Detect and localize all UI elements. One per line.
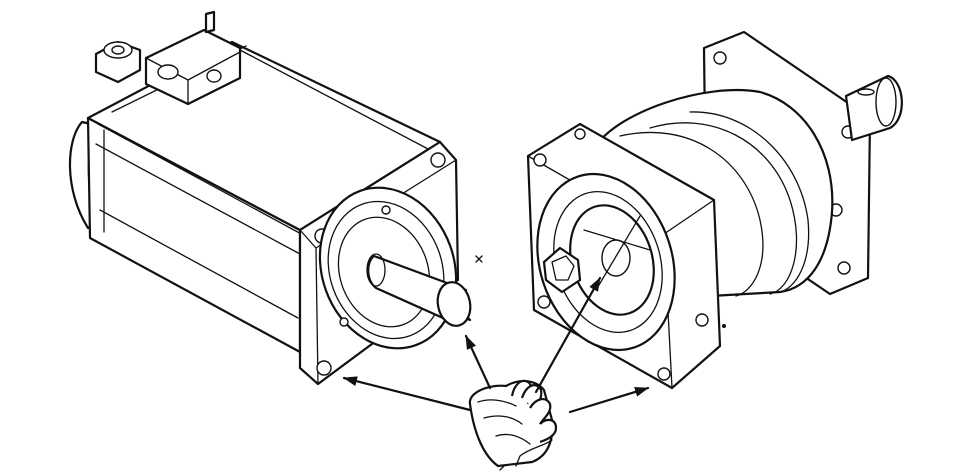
servo-motor xyxy=(68,10,472,386)
power-connector xyxy=(94,40,142,84)
hand-with-cloth xyxy=(468,379,558,471)
cleaning-arrows xyxy=(342,276,650,414)
arrow-to-motor-shaft xyxy=(464,334,492,390)
motor-shaft xyxy=(366,253,472,327)
stray-dot xyxy=(722,324,726,328)
gearbox xyxy=(526,30,903,390)
arrow-to-gearbox-bore xyxy=(534,276,602,394)
arrow-to-gearbox-flange xyxy=(568,386,650,414)
stray-mark xyxy=(475,255,483,263)
arrow-to-motor-flange xyxy=(342,376,472,412)
encoder-connector xyxy=(144,10,242,106)
